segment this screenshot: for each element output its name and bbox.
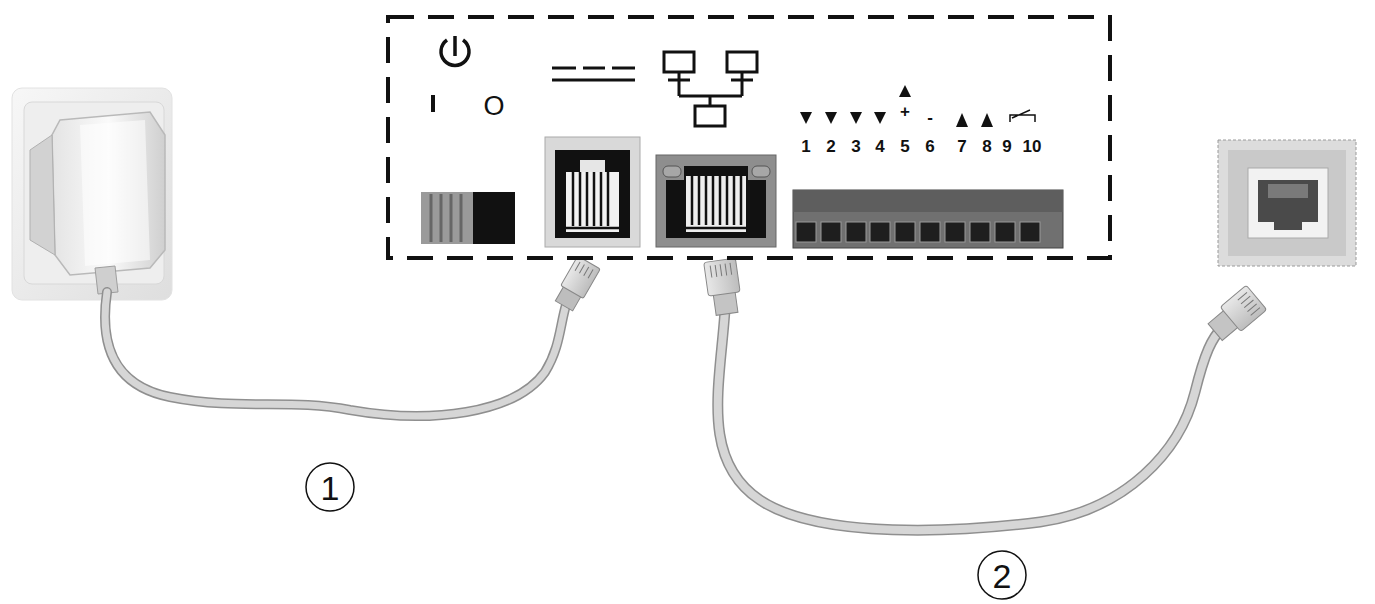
callout-number: 1 <box>321 471 340 505</box>
polarity-sign: + <box>900 103 910 120</box>
pin-number: 4 <box>875 138 884 155</box>
pin-number: 2 <box>826 138 835 155</box>
power-adapter <box>12 88 172 300</box>
pin-number: 6 <box>925 138 934 155</box>
callout-circle <box>306 463 354 511</box>
power-cable <box>105 256 600 416</box>
pin-number: 5 <box>900 138 909 155</box>
wall-network-socket <box>1218 140 1356 266</box>
switch-off-mark: O <box>483 93 504 120</box>
pin-number: 1 <box>801 138 810 155</box>
callout-circle <box>978 551 1026 599</box>
device-panel <box>388 17 1110 258</box>
callout-number: 2 <box>993 559 1012 593</box>
pin-number: 8 <box>982 138 991 155</box>
pin-number: 3 <box>851 138 860 155</box>
pin-number: 7 <box>957 138 966 155</box>
pin-number: 9 <box>1002 138 1011 155</box>
network-cable <box>704 258 1267 530</box>
polarity-sign: - <box>927 109 933 126</box>
pin-number: 10 <box>1023 138 1042 155</box>
